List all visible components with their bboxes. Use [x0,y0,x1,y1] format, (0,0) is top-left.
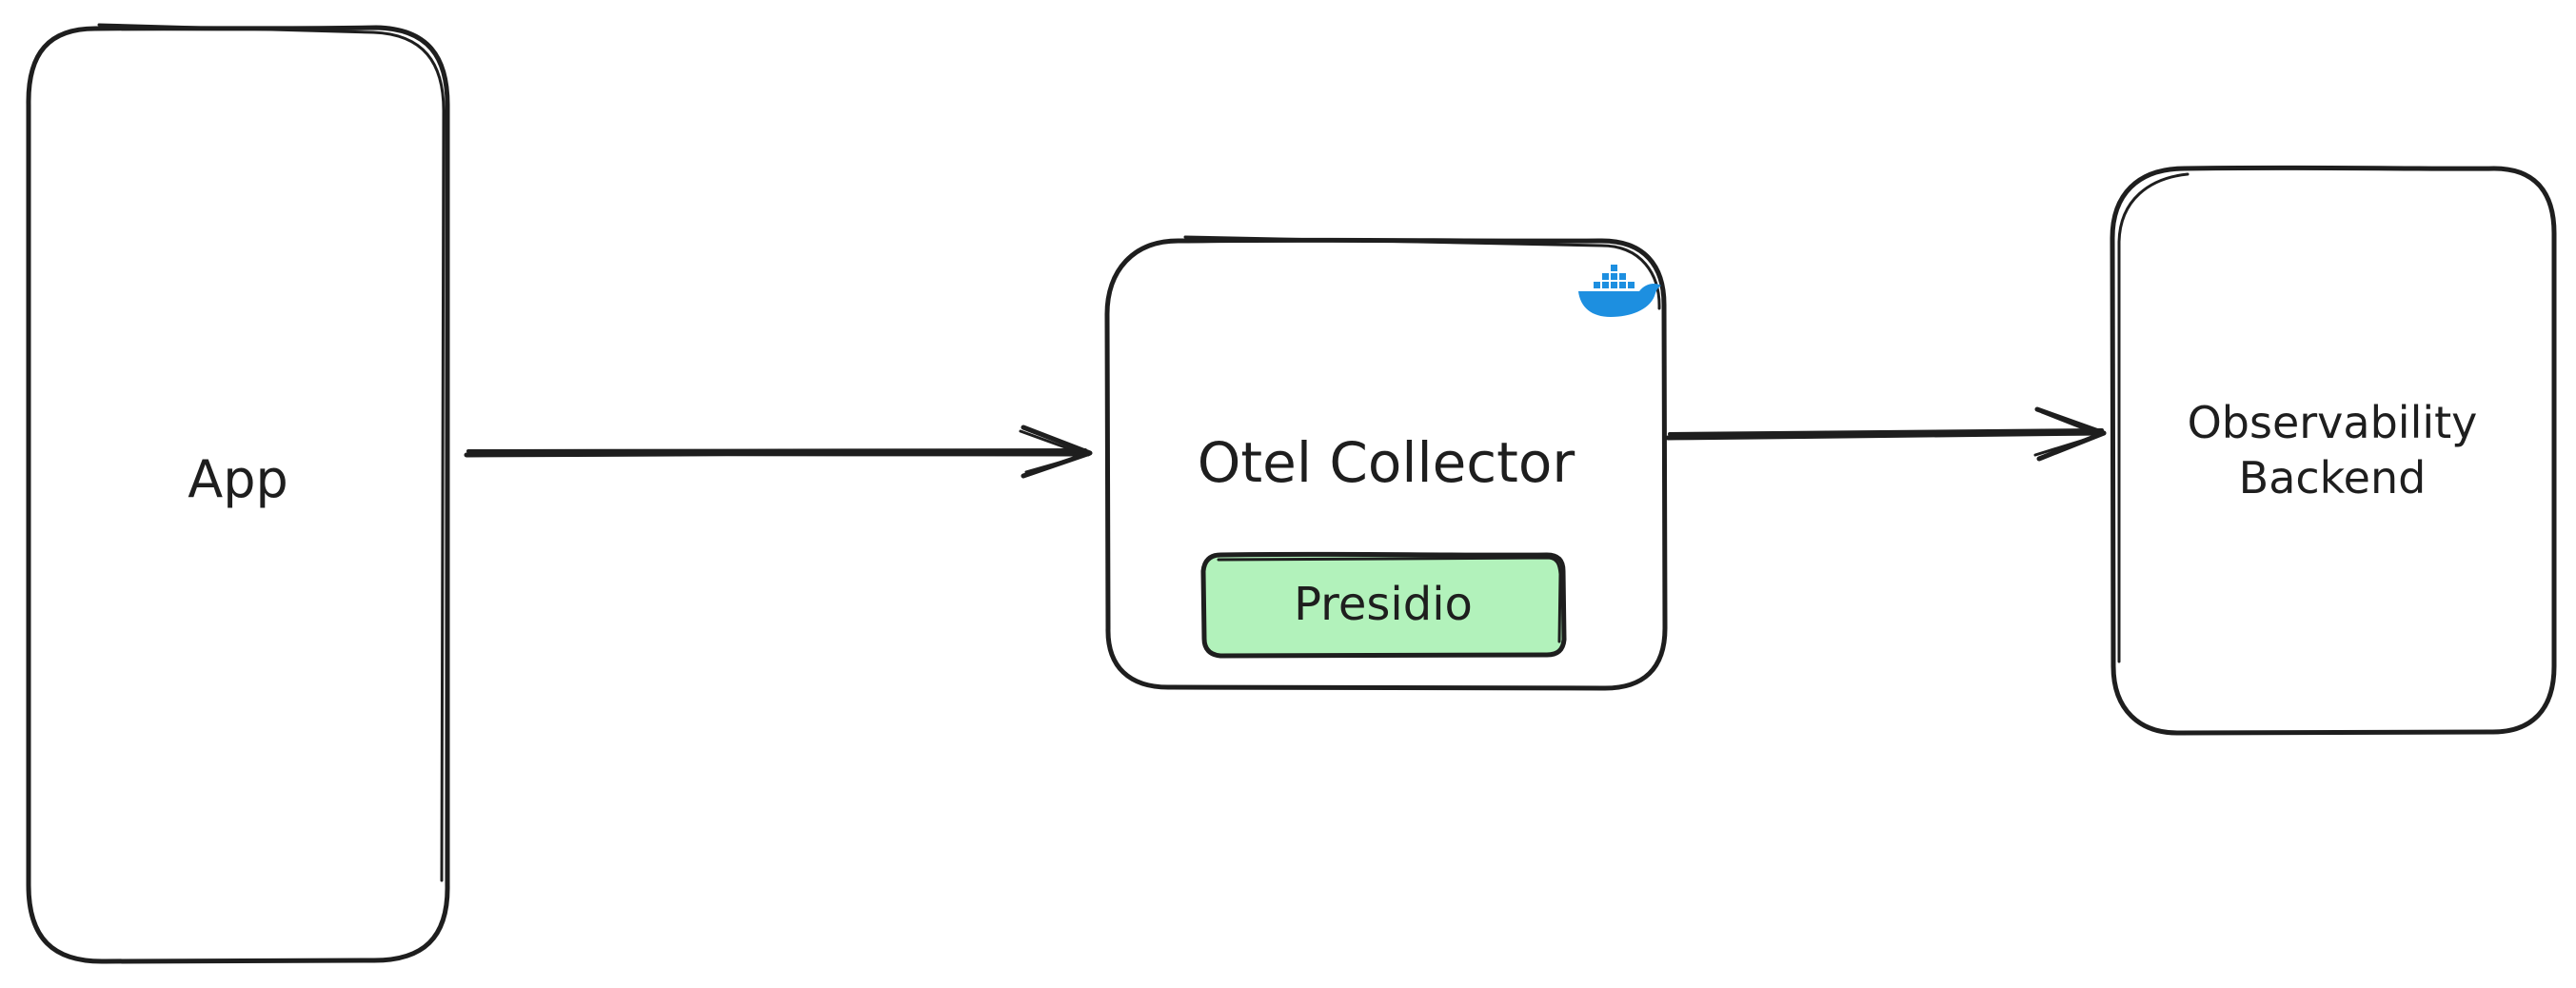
presidio-label: Presidio [1294,578,1473,631]
docker-whale-icon [1578,265,1661,317]
presidio-fill [1204,555,1563,655]
backend-label-line1: Observability [2188,397,2478,448]
backend-label-line2: Backend [2239,452,2427,504]
app-node[interactable]: App [26,23,450,964]
otel-collector-label: Otel Collector [1198,430,1575,495]
app-label: App [188,449,288,509]
app-to-collector-arrow [464,425,1093,479]
observability-backend-node[interactable]: Observability Backend [2110,165,2557,736]
collector-to-backend-arrow [1665,406,2107,462]
otel-collector-node[interactable]: Otel Collector Presidio [1104,235,1668,691]
presidio-plugin[interactable]: Presidio [1200,551,1567,659]
